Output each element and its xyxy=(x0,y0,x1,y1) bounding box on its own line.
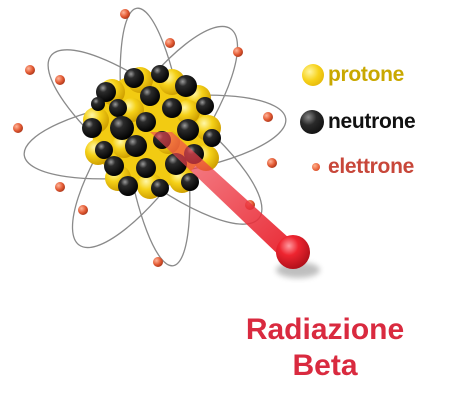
neutron xyxy=(82,118,102,138)
beta-ray-beam xyxy=(150,132,300,262)
neutron xyxy=(181,173,199,191)
electron xyxy=(120,9,130,19)
neutron xyxy=(196,97,214,115)
neutron xyxy=(203,129,221,147)
neutron-swatch-icon xyxy=(300,110,324,134)
electron xyxy=(78,205,88,215)
neutron xyxy=(136,112,156,132)
title-line-2: Beta xyxy=(292,349,358,382)
neutron xyxy=(95,141,113,159)
legend-neutrone-label: neutrone xyxy=(328,110,416,133)
neutron xyxy=(91,97,105,111)
beta-ray xyxy=(150,132,320,278)
beta-particle xyxy=(276,235,310,269)
electron xyxy=(13,123,23,133)
electron xyxy=(55,75,65,85)
proton-swatch-icon xyxy=(302,64,324,86)
neutron xyxy=(96,82,116,102)
neutron xyxy=(140,86,160,106)
electron xyxy=(25,65,35,75)
legend-protone-label: protone xyxy=(328,63,405,86)
neutron xyxy=(151,179,169,197)
legend-elettrone: elettrone xyxy=(312,155,414,179)
neutron xyxy=(118,176,138,196)
electron xyxy=(153,257,163,267)
neutron xyxy=(110,116,134,140)
legend-neutrone: neutrone xyxy=(300,110,416,134)
neutron xyxy=(177,119,199,141)
neutron xyxy=(151,65,169,83)
electron xyxy=(267,158,277,168)
electron xyxy=(263,112,273,122)
neutron xyxy=(125,135,147,157)
electrons xyxy=(13,9,277,267)
proton xyxy=(176,100,200,124)
diagram-title: Radiazione Beta xyxy=(200,312,450,384)
legend-protone: protone xyxy=(302,63,404,87)
neutron xyxy=(104,156,124,176)
neutron xyxy=(124,68,144,88)
neutron xyxy=(175,75,197,97)
neutron xyxy=(109,99,127,117)
electron xyxy=(233,47,243,57)
neutron xyxy=(136,158,156,178)
nucleus-neutrons xyxy=(82,65,221,197)
electron xyxy=(55,182,65,192)
electron xyxy=(165,38,175,48)
legend-elettrone-label: elettrone xyxy=(328,155,414,178)
electron-swatch-icon xyxy=(312,163,320,171)
title-line-1: Radiazione xyxy=(245,313,405,346)
neutron xyxy=(162,98,182,118)
